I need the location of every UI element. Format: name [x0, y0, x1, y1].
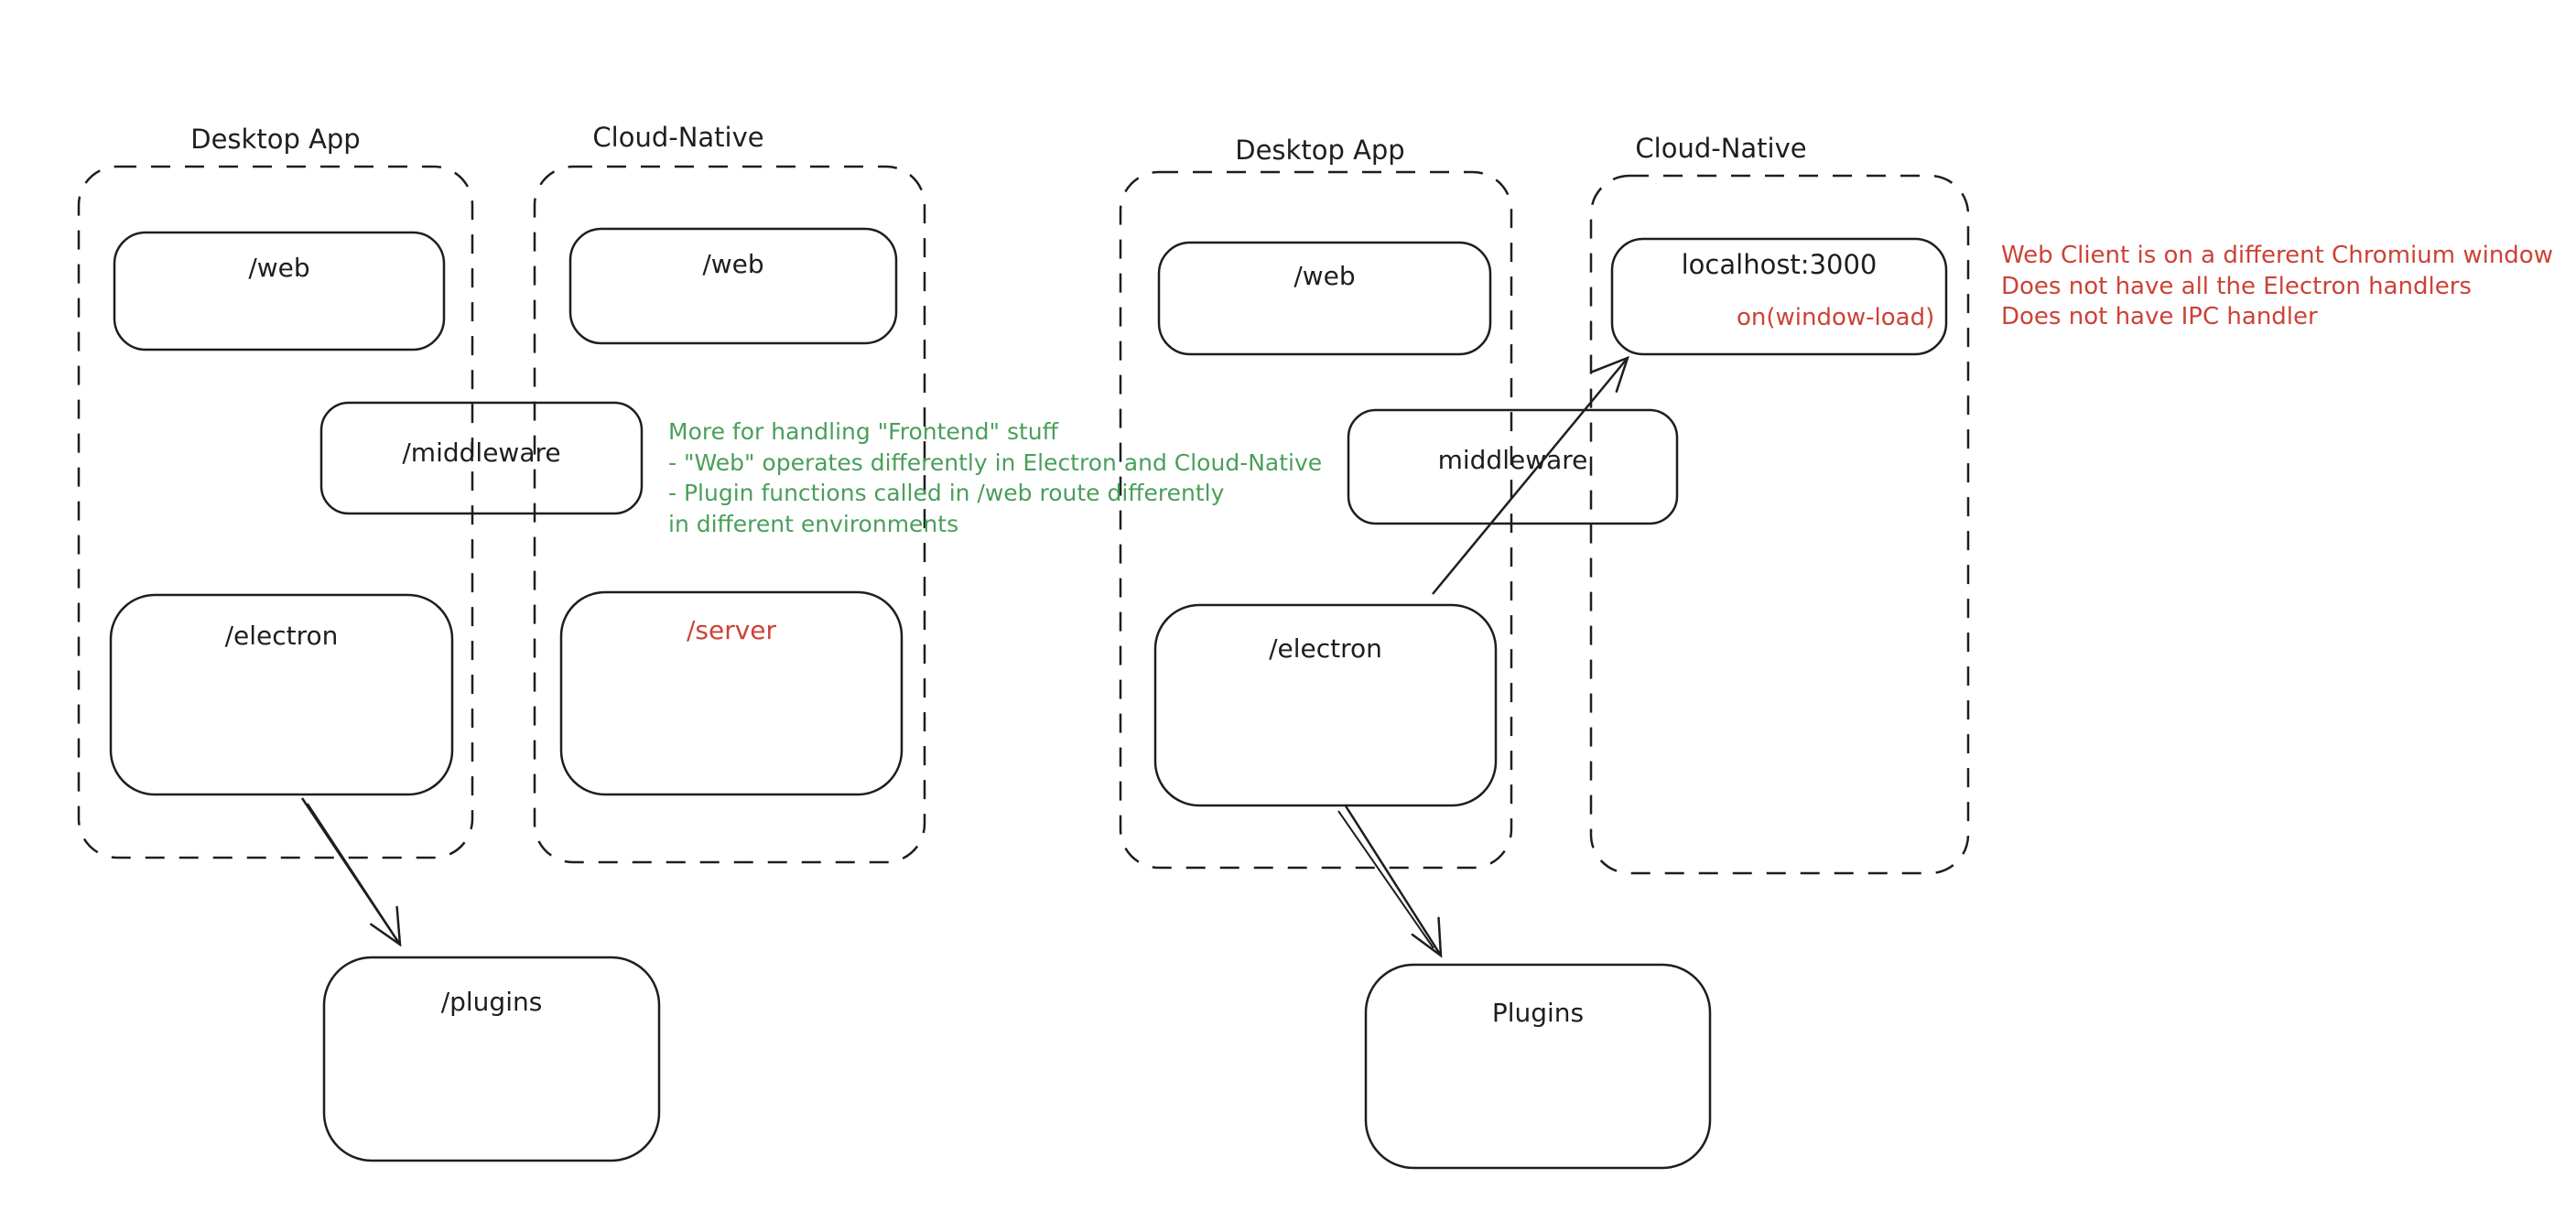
- left-plugins-label: /plugins: [440, 987, 543, 1017]
- arrow-left-electron-to-plugins-sketch-stroke: [307, 803, 393, 933]
- arrow-right-electron-to-plugins-sketch-stroke: [1337, 810, 1434, 949]
- right-plugins-label: Plugins: [1491, 998, 1585, 1028]
- right-red-annotation: Web Client is on a different Chromium wi…: [2001, 241, 2553, 333]
- container-left-desktop-app: [77, 165, 474, 859]
- right-localhost-title: localhost:3000: [1681, 249, 1878, 280]
- right-web-label: /web: [1293, 261, 1356, 291]
- left-green-annotation-line-1: More for handling "Frontend" stuff: [668, 418, 1058, 445]
- box-right-middleware: [1347, 408, 1679, 525]
- right-localhost-event-label: on(window-load): [1737, 304, 1935, 331]
- left-web-desktop-label: /web: [248, 253, 310, 283]
- left-cloud-native-title: Cloud-Native: [592, 122, 764, 153]
- box-left-middleware: [319, 401, 644, 515]
- right-desktop-app-title: Desktop App: [1235, 135, 1405, 166]
- right-electron-label: /electron: [1269, 633, 1382, 664]
- box-left-plugins: [322, 956, 661, 1162]
- arrow-right-electron-to-localhost: [1432, 355, 1630, 595]
- box-left-web-cloud: [568, 227, 898, 345]
- container-right-desktop-app: [1119, 170, 1513, 870]
- box-right-web: [1157, 241, 1492, 356]
- left-server-label: /server: [686, 615, 777, 645]
- left-green-annotation: More for handling "Frontend" stuff - "We…: [668, 416, 1322, 539]
- left-electron-label: /electron: [224, 621, 339, 651]
- box-right-plugins: [1364, 963, 1712, 1170]
- box-left-web-desktop: [113, 231, 446, 351]
- right-red-annotation-line-1: Web Client is on a different Chromium wi…: [2001, 242, 2553, 269]
- left-middleware-label: /middleware: [402, 438, 561, 468]
- right-middleware-label: middleware: [1437, 445, 1588, 475]
- left-desktop-app-title: Desktop App: [190, 124, 361, 155]
- left-green-annotation-line-4: in different environments: [668, 510, 959, 537]
- box-left-server: [559, 590, 904, 796]
- right-red-annotation-line-3: Does not have IPC handler: [2001, 303, 2318, 330]
- left-web-cloud-label: /web: [702, 249, 764, 279]
- arrow-right-electron-to-plugins: [1343, 804, 1443, 958]
- left-green-annotation-line-3: - Plugin functions called in /web route …: [668, 480, 1225, 506]
- right-cloud-native-title: Cloud-Native: [1635, 133, 1807, 164]
- left-green-annotation-line-2: - "Web" operates differently in Electron…: [668, 448, 1323, 476]
- box-left-electron: [109, 593, 454, 796]
- right-red-annotation-line-2: Does not have all the Electron handlers: [2001, 272, 2472, 300]
- box-right-electron: [1153, 603, 1498, 807]
- box-right-localhost: [1610, 237, 1948, 356]
